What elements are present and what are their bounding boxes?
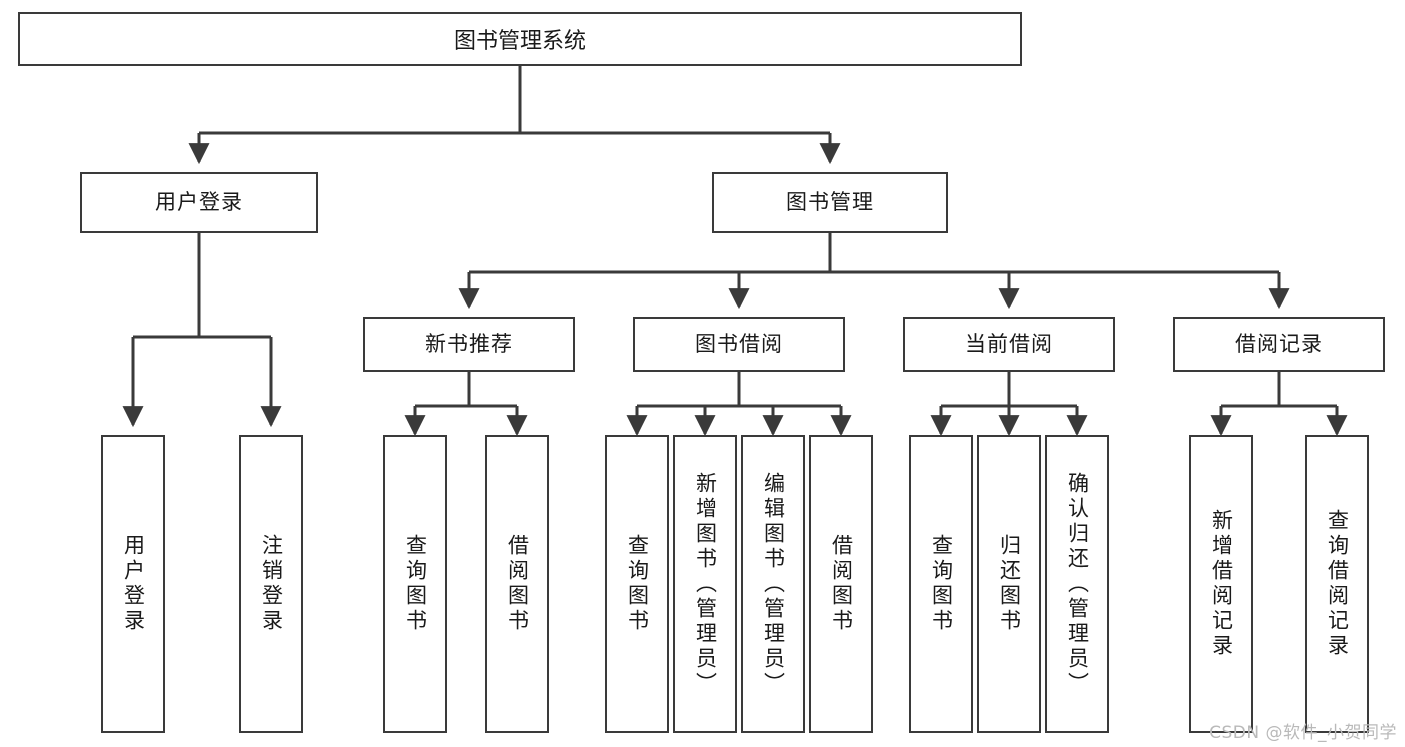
- watermark-text: CSDN @软件_小贺同学: [1209, 723, 1397, 743]
- node-label: 新增借阅记录: [1209, 509, 1234, 659]
- node-label: 新增图书（管理员）: [693, 471, 718, 697]
- node-label: 用户登录: [121, 534, 146, 634]
- node-label: 用户登录: [155, 189, 243, 214]
- node-label: 当前借阅: [965, 331, 1053, 356]
- node-current-borrow[interactable]: 当前借阅: [903, 317, 1115, 372]
- node-label: 新书推荐: [425, 331, 513, 356]
- node-book-borrow[interactable]: 图书借阅: [633, 317, 845, 372]
- node-label: 图书管理系统: [453, 29, 586, 54]
- node-borrow-record[interactable]: 借阅记录: [1173, 317, 1385, 372]
- node-label: 查询图书: [625, 534, 650, 634]
- node-leaf-query-books-2[interactable]: 查询图书: [605, 435, 669, 733]
- node-leaf-edit-book[interactable]: 编辑图书（管理员）: [741, 435, 805, 733]
- node-label: 注销登录: [259, 534, 284, 634]
- node-user-login[interactable]: 用户登录: [80, 172, 318, 233]
- node-label: 图书借阅: [695, 331, 783, 356]
- node-label: 查询图书: [929, 534, 954, 634]
- node-label: 查询图书: [403, 534, 428, 634]
- node-leaf-query-books-1[interactable]: 查询图书: [383, 435, 447, 733]
- node-label: 编辑图书（管理员）: [761, 471, 786, 697]
- node-label: 借阅图书: [829, 534, 854, 634]
- node-leaf-confirm-return[interactable]: 确认归还（管理员）: [1045, 435, 1109, 733]
- node-leaf-add-record[interactable]: 新增借阅记录: [1189, 435, 1253, 733]
- node-label: 确认归还（管理员）: [1065, 471, 1090, 697]
- node-leaf-user-logout[interactable]: 注销登录: [239, 435, 303, 733]
- node-label: 图书管理: [786, 189, 874, 214]
- node-leaf-return-book[interactable]: 归还图书: [977, 435, 1041, 733]
- node-book-management[interactable]: 图书管理: [712, 172, 948, 233]
- node-leaf-query-books-3[interactable]: 查询图书: [909, 435, 973, 733]
- node-leaf-user-login[interactable]: 用户登录: [101, 435, 165, 733]
- node-label: 归还图书: [997, 534, 1022, 634]
- node-label: 借阅记录: [1235, 331, 1323, 356]
- node-leaf-query-record[interactable]: 查询借阅记录: [1305, 435, 1369, 733]
- node-new-book-recommend[interactable]: 新书推荐: [363, 317, 575, 372]
- node-root-system[interactable]: 图书管理系统: [18, 12, 1022, 66]
- node-label: 借阅图书: [505, 534, 530, 634]
- node-leaf-add-book[interactable]: 新增图书（管理员）: [673, 435, 737, 733]
- node-label: 查询借阅记录: [1325, 509, 1350, 659]
- node-leaf-borrow-books-2[interactable]: 借阅图书: [809, 435, 873, 733]
- node-leaf-borrow-books-1[interactable]: 借阅图书: [485, 435, 549, 733]
